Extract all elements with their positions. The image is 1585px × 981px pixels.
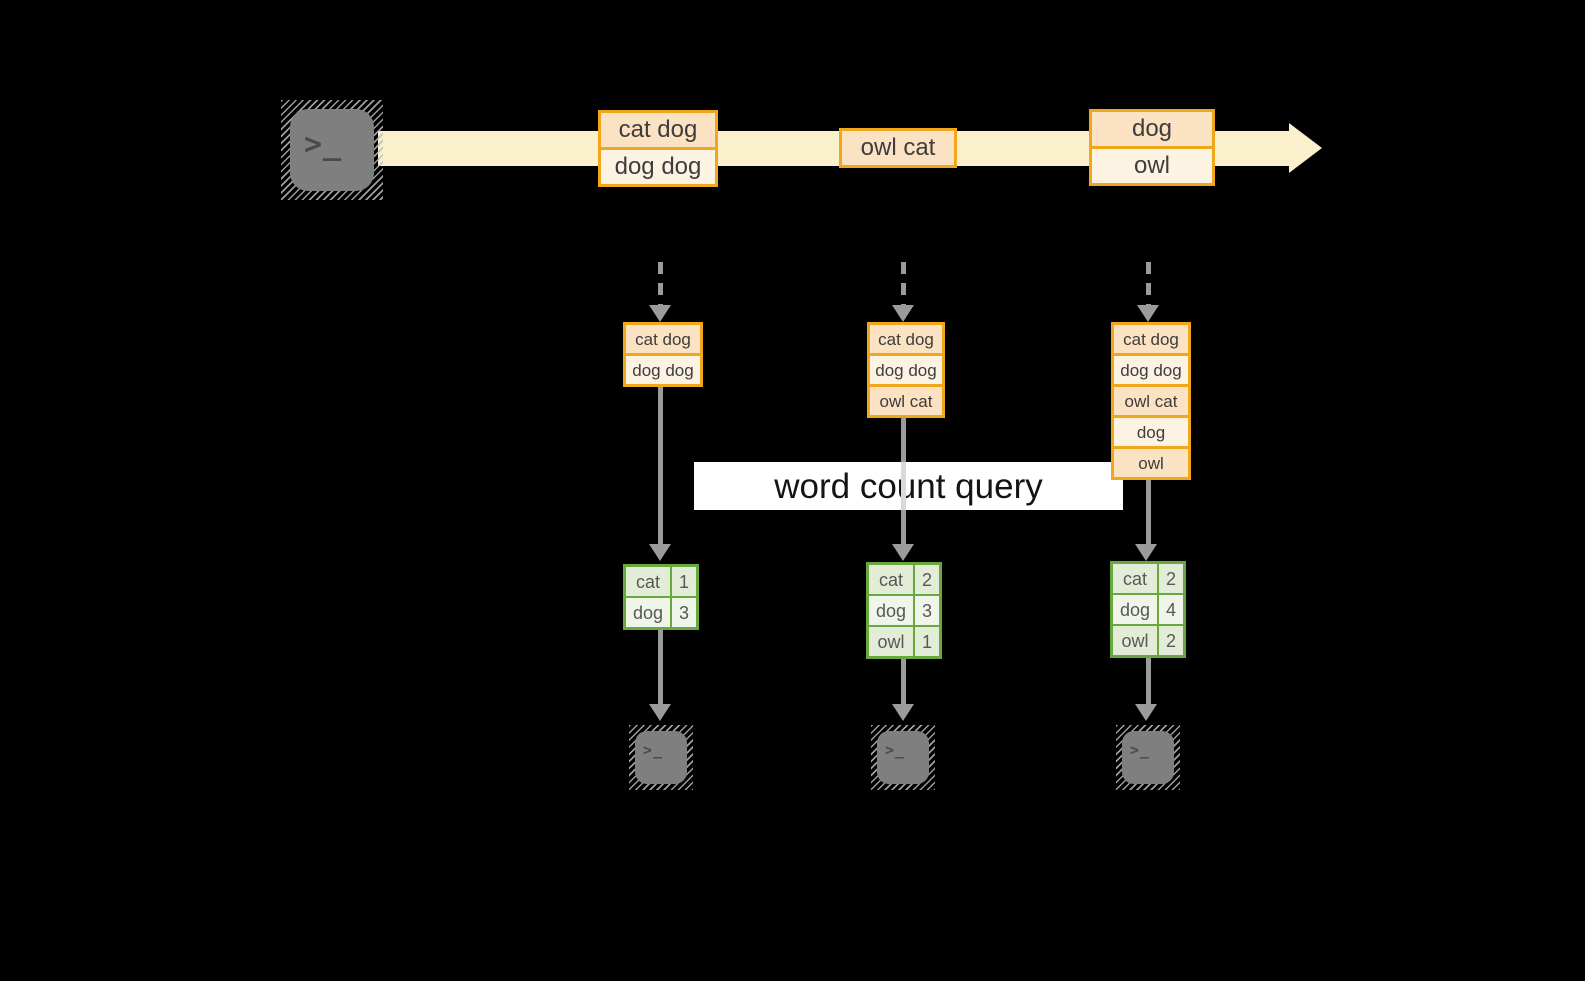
table-word-cell: cat <box>626 567 670 596</box>
query-arrowhead-icon <box>649 544 671 561</box>
ingest-arrow-line <box>658 262 663 306</box>
terminal-prompt-glyph: >_ <box>1130 741 1151 759</box>
table-count-cell: 2 <box>915 565 939 594</box>
input-line: dog dog <box>1114 356 1188 384</box>
sink-arrowhead-icon <box>892 704 914 721</box>
input-line: owl cat <box>870 387 942 415</box>
terminal-body: >_ <box>1122 731 1174 784</box>
message-line: owl cat <box>842 131 954 165</box>
ingest-arrow-line <box>901 262 906 306</box>
accumulated-input-box: cat dog dog dog owl cat dog owl <box>1111 322 1191 480</box>
query-arrow-line <box>1146 479 1151 544</box>
stream-message-box: owl cat <box>839 128 957 168</box>
terminal-prompt-glyph: >_ <box>885 741 906 759</box>
source-terminal-icon: >_ <box>281 100 383 200</box>
input-line: cat dog <box>1114 325 1188 353</box>
table-word-cell: owl <box>869 627 913 656</box>
input-line: owl cat <box>1114 387 1188 415</box>
table-count-cell: 1 <box>915 627 939 656</box>
sink-arrow-line <box>901 659 906 704</box>
table-word-cell: dog <box>626 598 670 627</box>
table-word-cell: cat <box>869 565 913 594</box>
table-word-cell: cat <box>1113 564 1157 593</box>
input-line: cat dog <box>870 325 942 353</box>
table-word-cell: owl <box>1113 626 1157 655</box>
sink-terminal-icon: >_ <box>871 725 935 790</box>
table-count-cell: 1 <box>672 567 696 596</box>
query-arrowhead-icon <box>1135 544 1157 561</box>
table-count-cell: 2 <box>1159 626 1183 655</box>
ingest-arrowhead-icon <box>649 305 671 322</box>
ingest-arrow-line <box>1146 262 1151 306</box>
ingest-arrowhead-icon <box>1137 305 1159 322</box>
ingest-arrowhead-icon <box>892 305 914 322</box>
terminal-body: >_ <box>877 731 929 784</box>
message-line: cat dog <box>601 113 715 147</box>
table-count-cell: 4 <box>1159 595 1183 624</box>
result-table: cat 1 dog 3 <box>623 564 699 630</box>
result-table: cat 2 dog 3 owl 1 <box>866 562 942 659</box>
query-banner: word count query <box>694 462 1123 510</box>
table-count-cell: 2 <box>1159 564 1183 593</box>
table-word-cell: dog <box>869 596 913 625</box>
input-line: cat dog <box>626 325 700 353</box>
message-line: dog <box>1092 112 1212 146</box>
terminal-prompt-glyph: >_ <box>643 741 664 759</box>
input-line: owl <box>1114 449 1188 477</box>
sink-arrowhead-icon <box>1135 704 1157 721</box>
stream-arrowhead-icon <box>1289 123 1322 173</box>
table-word-cell: dog <box>1113 595 1157 624</box>
terminal-body: >_ <box>290 109 374 191</box>
terminal-prompt-glyph: >_ <box>304 127 343 162</box>
sink-arrow-line <box>1146 658 1151 704</box>
message-line: dog dog <box>601 150 715 184</box>
table-count-cell: 3 <box>915 596 939 625</box>
message-line: owl <box>1092 149 1212 183</box>
query-banner-label: word count query <box>774 466 1043 506</box>
query-arrow-line-overlay <box>901 462 906 510</box>
stream-message-box: dog owl <box>1089 109 1215 186</box>
sink-arrow-line <box>658 630 663 704</box>
input-line: dog <box>1114 418 1188 446</box>
sink-arrowhead-icon <box>649 704 671 721</box>
sink-terminal-icon: >_ <box>1116 725 1180 790</box>
sink-terminal-icon: >_ <box>629 725 693 790</box>
stream-message-box: cat dog dog dog <box>598 110 718 187</box>
terminal-body: >_ <box>635 731 687 784</box>
input-line: dog dog <box>870 356 942 384</box>
query-arrowhead-icon <box>892 544 914 561</box>
query-arrow-line <box>658 387 663 544</box>
accumulated-input-box: cat dog dog dog owl cat <box>867 322 945 418</box>
table-count-cell: 3 <box>672 598 696 627</box>
result-table: cat 2 dog 4 owl 2 <box>1110 561 1186 658</box>
accumulated-input-box: cat dog dog dog <box>623 322 703 387</box>
input-line: dog dog <box>626 356 700 384</box>
